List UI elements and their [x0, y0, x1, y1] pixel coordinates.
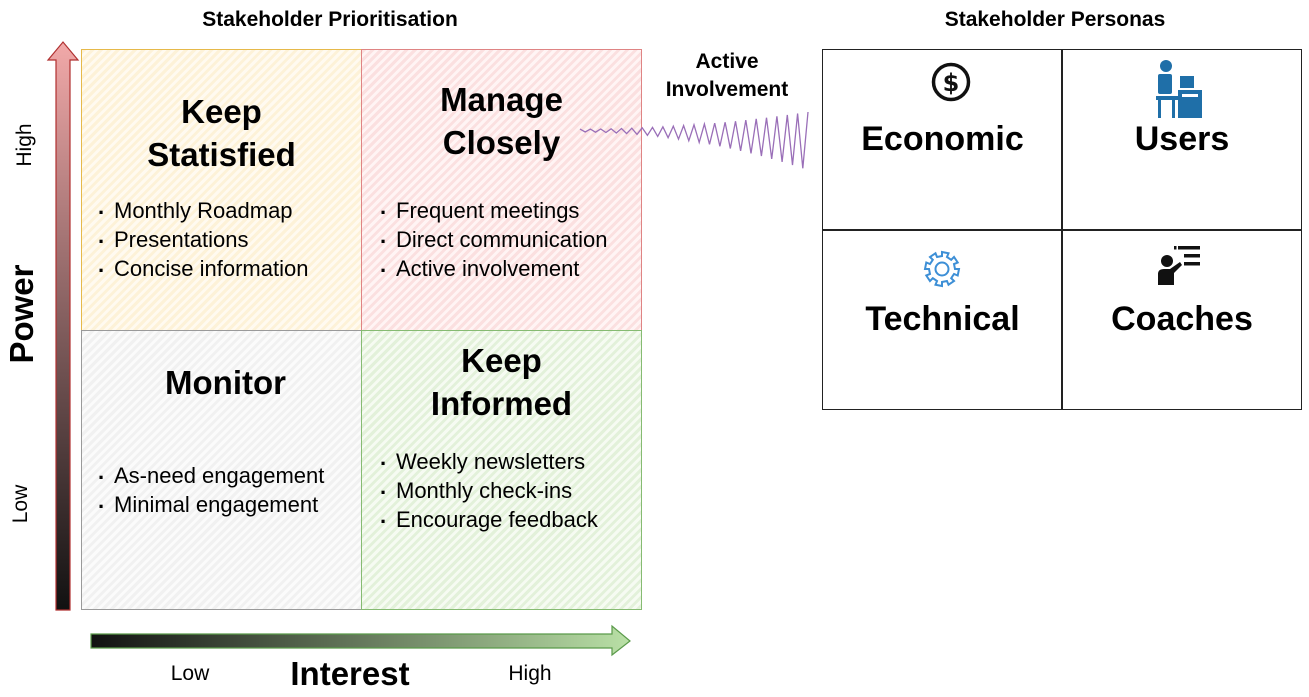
- persona-technical: Technical: [823, 230, 1062, 410]
- gear-icon: [923, 250, 961, 288]
- personas-title: Stakeholder Personas: [944, 8, 1166, 31]
- quadrant-keep-satisfied: Keep Statisfied Monthly Roadmap Presenta…: [81, 49, 362, 331]
- matrix-title: Stakeholder Prioritisation: [202, 8, 458, 31]
- quadrant-title-line: Statisfied: [147, 136, 296, 173]
- quadrant-monitor: Monitor As-need engagement Minimal engag…: [81, 330, 362, 610]
- list-item: Concise information: [96, 250, 308, 283]
- power-axis-label: Power: [3, 264, 40, 364]
- personas-grid: $ Economic Users Technical: [822, 49, 1302, 410]
- persona-label: Technical: [865, 300, 1020, 338]
- connector-label-line: Active: [695, 50, 759, 73]
- persona-label: Users: [1134, 120, 1230, 158]
- power-axis-high-label: High: [13, 123, 36, 167]
- interest-axis-arrow: [90, 624, 631, 657]
- quadrant-title: Monitor: [165, 364, 286, 401]
- quadrant-title-line: Closely: [442, 124, 561, 161]
- list-item: As-need engagement: [96, 457, 324, 490]
- quadrant-keep-informed: Keep Informed Weekly newsletters Monthly…: [361, 330, 642, 610]
- interest-axis-high-label: High: [508, 662, 552, 685]
- list-item: Frequent meetings: [378, 192, 608, 225]
- quadrant-manage-closely: Manage Closely Frequent meetings Direct …: [361, 49, 642, 331]
- quadrant-title: Manage Closely: [362, 78, 641, 164]
- persona-label: Coaches: [1111, 300, 1253, 338]
- persona-users: Users: [1062, 50, 1302, 230]
- list-item: Encourage feedback: [378, 501, 598, 534]
- quadrant-bullets: Weekly newsletters Monthly check-ins Enc…: [378, 443, 598, 534]
- connector-label-line: Involvement: [665, 78, 789, 101]
- grid-divider-horizontal: [823, 229, 1301, 231]
- list-item: Monthly Roadmap: [96, 192, 308, 225]
- persona-coaches: Coaches: [1062, 230, 1302, 410]
- persona-economic: $ Economic: [823, 50, 1062, 230]
- quadrant-bullets: Frequent meetings Direct communication A…: [378, 192, 608, 283]
- power-axis-arrow: [46, 41, 80, 611]
- list-item-continuation: Presentations: [114, 227, 249, 252]
- user-at-desk-icon: [1156, 60, 1202, 118]
- interest-axis-low-label: Low: [170, 662, 210, 685]
- interest-axis-label: Interest: [290, 655, 410, 692]
- presenter-icon: [1158, 246, 1200, 285]
- connector-zigzag: [579, 111, 809, 169]
- list-item: Direct communication: [378, 221, 608, 254]
- quadrant-title: Keep Informed: [362, 339, 641, 425]
- list-item: Presentations: [96, 221, 308, 254]
- quadrant-title-line: Keep: [461, 342, 542, 379]
- connector-label: Active Involvement: [652, 48, 802, 104]
- list-item: Minimal engagement: [96, 486, 324, 519]
- persona-label: Economic: [861, 120, 1024, 158]
- quadrant-bullets: As-need engagement Minimal engagement: [96, 457, 324, 519]
- list-item: Active involvement: [378, 250, 608, 283]
- quadrant-bullets: Monthly Roadmap Presentations Concise in…: [96, 192, 308, 283]
- quadrant-title-line: Manage: [440, 81, 563, 118]
- svg-text:$: $: [943, 69, 960, 97]
- quadrant-title-line: Informed: [430, 385, 573, 422]
- list-item: Monthly check-ins: [378, 472, 598, 505]
- dollar-coin-icon: $: [931, 62, 971, 102]
- quadrant-title-line: Keep: [181, 93, 262, 130]
- quadrant-title: Keep Statisfied: [82, 90, 361, 176]
- list-item: Weekly newsletters: [378, 443, 598, 476]
- power-axis-low-label: Low: [9, 484, 32, 524]
